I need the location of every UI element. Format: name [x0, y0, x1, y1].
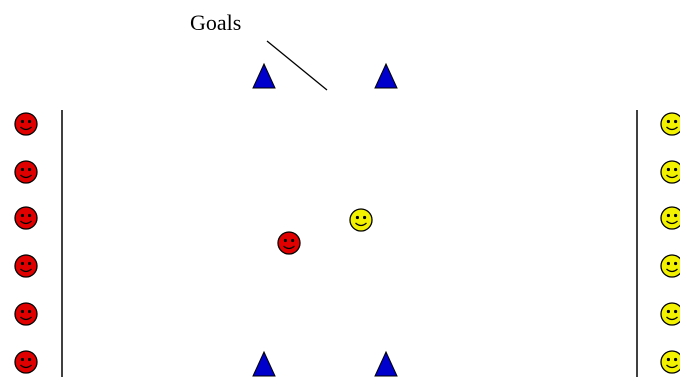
red-player-icon: [14, 254, 38, 278]
red-player-icon: [14, 302, 38, 326]
red-player-icon: [14, 350, 38, 374]
yellow-player-icon: [660, 254, 680, 278]
red-player-icon: [14, 112, 38, 136]
goals-pointer-line: [266, 40, 328, 91]
goals-label: Goals: [190, 10, 241, 35]
yellow-player-icon: [660, 206, 680, 230]
yellow-player-icon: [660, 160, 680, 184]
red-player-icon: [14, 160, 38, 184]
yellow-player-icon: [660, 350, 680, 374]
yellow-player-icon: [660, 112, 680, 136]
red-player-icon: [14, 206, 38, 230]
yellow-player-icon: [660, 302, 680, 326]
yellow-field-player-icon: [349, 208, 373, 232]
goal-cone-bottom-right-icon: [374, 350, 398, 377]
goal-cone-top-right-icon: [374, 62, 398, 89]
goal-cone-top-left-icon: [252, 62, 276, 89]
goal-cone-bottom-left-icon: [252, 350, 276, 377]
red-field-player-icon: [277, 231, 301, 255]
